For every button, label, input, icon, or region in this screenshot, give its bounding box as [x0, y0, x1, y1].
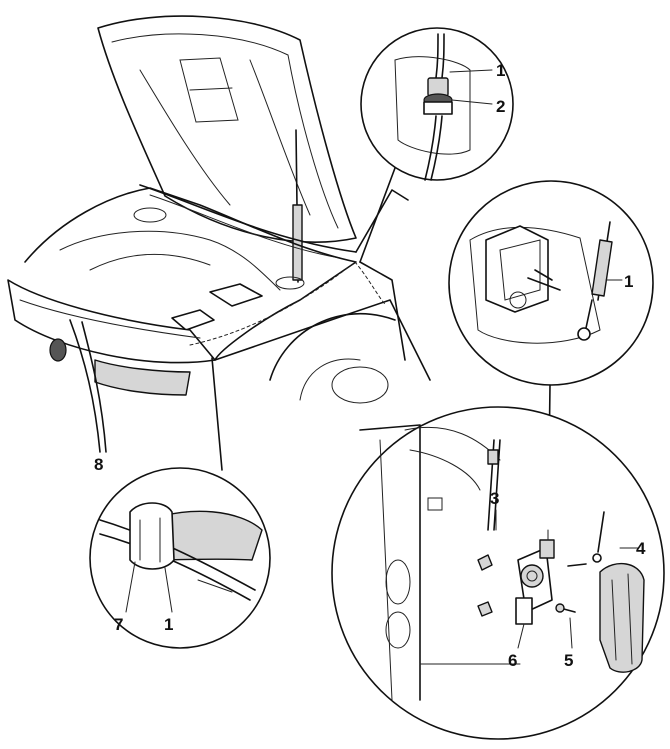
callout-clip: 7 [114, 615, 123, 634]
callout-top-cable: 1 [496, 61, 505, 80]
callout-lock: 3 [490, 489, 499, 508]
callout-clip-cable: 1 [164, 615, 173, 634]
callout-right-cable: 1 [624, 272, 633, 291]
detail-cable-nut [359, 27, 514, 263]
callout-screw: 5 [564, 651, 573, 670]
callout-top-nut: 2 [496, 97, 505, 116]
detail-release-handle [331, 406, 665, 740]
car-front-illustration [7, 15, 431, 453]
callout-latch: 8 [94, 455, 103, 474]
callout-handle: 4 [636, 539, 646, 558]
callout-lever: 6 [508, 651, 517, 670]
detail-lever-bracket [448, 180, 654, 541]
detail-cable-clip [89, 357, 271, 649]
